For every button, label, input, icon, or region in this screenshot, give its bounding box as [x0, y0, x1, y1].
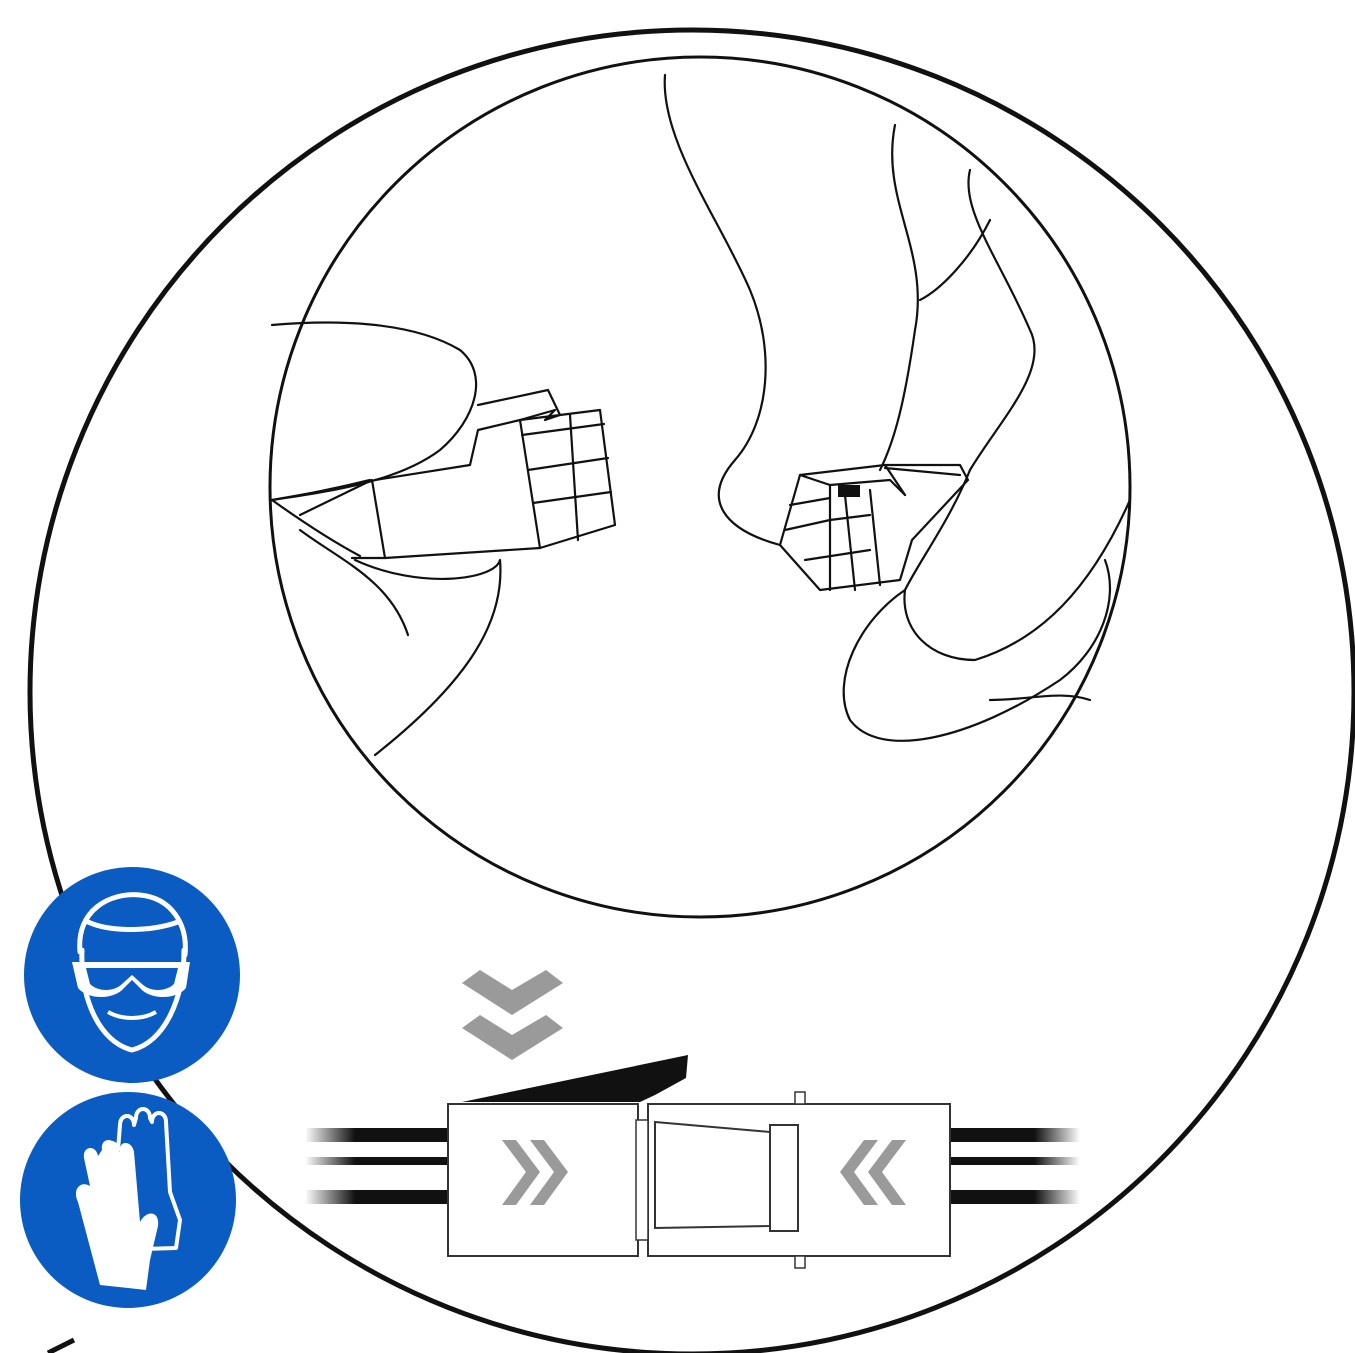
- insert-direction-arrow-icon: [462, 970, 563, 1060]
- stray-mark: [48, 1340, 74, 1353]
- detail-circle: [270, 57, 1130, 917]
- connector-push-together-icon: [305, 1055, 1080, 1268]
- eye-protection-icon: [24, 867, 240, 1083]
- protective-gloves-icon: [20, 1092, 236, 1308]
